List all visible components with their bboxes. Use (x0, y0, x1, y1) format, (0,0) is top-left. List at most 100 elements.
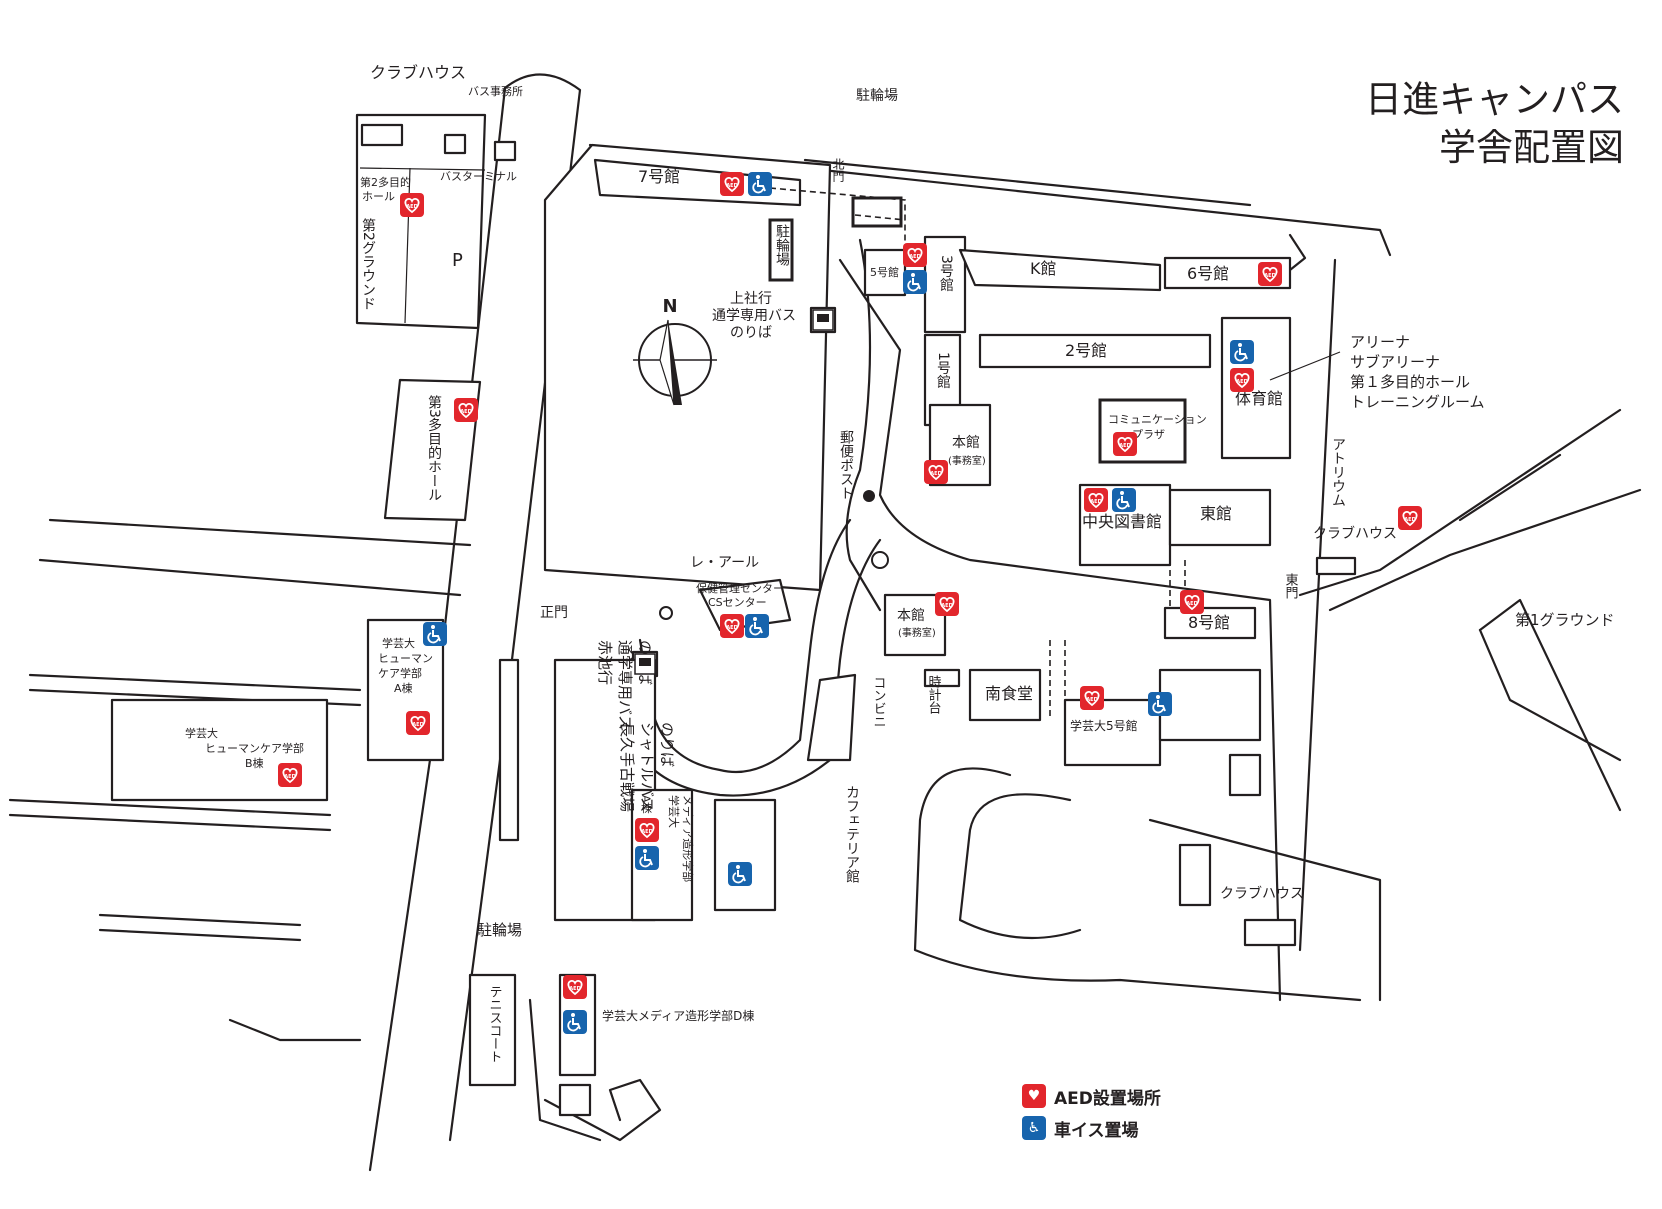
aed-icon (1112, 431, 1138, 457)
aed-icon (1397, 505, 1423, 531)
aed-icon (562, 974, 588, 1000)
wheelchair-icon (1111, 487, 1137, 513)
label-bus-terminal: バスターミナル (440, 170, 517, 183)
bus-icons (634, 309, 834, 675)
gakugei5 (1063, 698, 1162, 767)
wheelchair-icon (634, 845, 660, 871)
wheelchair-icon (1229, 339, 1255, 365)
label-bldg5: 5号館 (870, 265, 899, 279)
label-k-kan: K館 (1030, 259, 1057, 278)
post-marker (863, 490, 875, 502)
label-bldg1: 1号館 (935, 352, 951, 389)
aed-icon: ♥ (1022, 1084, 1046, 1108)
buildings (110, 113, 1357, 1117)
map-labels: クラブハウス バス事務所 バスターミナル 第2多目的ホール 第2グラウンド P … (185, 63, 1615, 1063)
label-media-d: 学芸大メディア造形学部D棟 (602, 1008, 754, 1023)
label-cafeteria: カフェテリア館 (844, 785, 860, 883)
label-comm-plaza: コミュニケーションプラザ (1108, 413, 1207, 441)
aed-icon (719, 171, 745, 197)
label-bldg3: 3号館 (938, 255, 954, 292)
label-bldg6: 6号館 (1187, 264, 1229, 283)
label-media-fac: 学芸大メディア造形学部 (667, 795, 695, 882)
aed-icon (1079, 685, 1105, 711)
bldg3 (923, 235, 967, 334)
compass: N (633, 296, 717, 406)
label-bus-kamiyashiro: 上社行通学専用バスのりば (712, 291, 796, 341)
label-clock-tower: 時計台 (926, 675, 942, 714)
label-south-dining: 南食堂 (985, 684, 1033, 703)
label-kitamon: 北門 (831, 158, 845, 182)
label-honkan-lower: 本館 (897, 607, 925, 624)
label-honkan-upper: 本館 (952, 434, 980, 451)
label-seimon: 正門 (540, 605, 568, 621)
label-atrium: アトリウム (1330, 437, 1346, 507)
label-hall3: 第3多目的ホール (426, 394, 442, 502)
aed-icon (923, 459, 949, 485)
aed-icon (405, 710, 431, 736)
wheelchair-icon (1147, 691, 1173, 717)
roads (8, 73, 1642, 1172)
legend-wheelchair-label: 車イス置場 (1054, 1120, 1139, 1141)
aed-icon (934, 591, 960, 617)
compass-label: N (662, 296, 677, 317)
label-higashimon: 東門 (1283, 572, 1299, 600)
wheelchair-icon (744, 613, 770, 639)
aed-icon (1179, 589, 1205, 615)
label-gakugei5: 学芸大5号館 (1070, 718, 1138, 733)
bike-lot-top (851, 196, 903, 228)
aed-icon (1257, 261, 1283, 287)
wheelchair-icon (902, 269, 928, 295)
label-jimushitsu-upper: (事務室) (948, 454, 986, 467)
map-title-line2: 学舎配置図 (1439, 126, 1624, 169)
club-house-right (1315, 556, 1357, 576)
label-gym: 体育館 (1235, 389, 1283, 408)
wheelchair-icon (422, 621, 448, 647)
label-bldg2: 2号館 (1065, 341, 1107, 360)
tennis-court (468, 973, 517, 1087)
aed-icon (902, 242, 928, 268)
legend-aed-label: AED設置場所 (1054, 1088, 1161, 1109)
label-bldg7: 7号館 (638, 167, 680, 186)
label-library: 中央図書館 (1082, 512, 1162, 531)
bike-box (768, 218, 794, 282)
aed-icon (453, 397, 479, 423)
bldg2 (978, 333, 1212, 369)
label-re-aru: レ・アール (690, 555, 759, 571)
label-ground1: 第1グラウンド (1515, 611, 1615, 629)
label-club-house-bottom: クラブハウス (1220, 885, 1304, 902)
wheelchair-icon: ♿ (1022, 1116, 1046, 1140)
aed-icon (1083, 487, 1109, 513)
wheelchair-icon (727, 861, 753, 887)
label-media-a: A棟 (640, 795, 653, 814)
label-nagakute-bus: 長久手古戦場シャトルバスのりば (618, 722, 676, 812)
label-east-bldg: 東館 (1200, 504, 1232, 523)
legend: ♥ AED設置場所 ♿ 車イス置場 (1022, 1080, 1161, 1144)
k-kan (958, 248, 1162, 292)
label-parking-p: P (452, 250, 463, 271)
label-convenience: コンビニ (871, 676, 886, 728)
label-tennis: テニスコート (487, 985, 502, 1063)
aed-icon (277, 762, 303, 788)
label-hall2: 第2多目的ホール (360, 175, 411, 203)
label-bus-office: バス事務所 (468, 84, 523, 98)
label-post: 郵便ポスト (838, 430, 854, 500)
club-house-bottom (1178, 843, 1212, 907)
aed-icon (1229, 367, 1255, 393)
label-jimushitsu-lower: (事務室) (898, 626, 936, 639)
label-club-house-right: クラブハウス (1313, 525, 1397, 542)
aed-icon (399, 192, 425, 218)
clock-tower (923, 668, 961, 688)
label-bike-v: 駐輪場 (774, 224, 790, 266)
aed-icon (634, 817, 660, 843)
convenience (806, 673, 857, 762)
label-club-house-top: クラブハウス (370, 63, 466, 82)
map-title-line1: 日進キャンパス (1365, 78, 1624, 121)
legend-wheelchair-row: ♿ 車イス置場 (1022, 1112, 1161, 1144)
bldg8 (1163, 606, 1257, 640)
south-dining (968, 668, 1042, 722)
label-ground2: 第2グラウンド (360, 217, 376, 311)
